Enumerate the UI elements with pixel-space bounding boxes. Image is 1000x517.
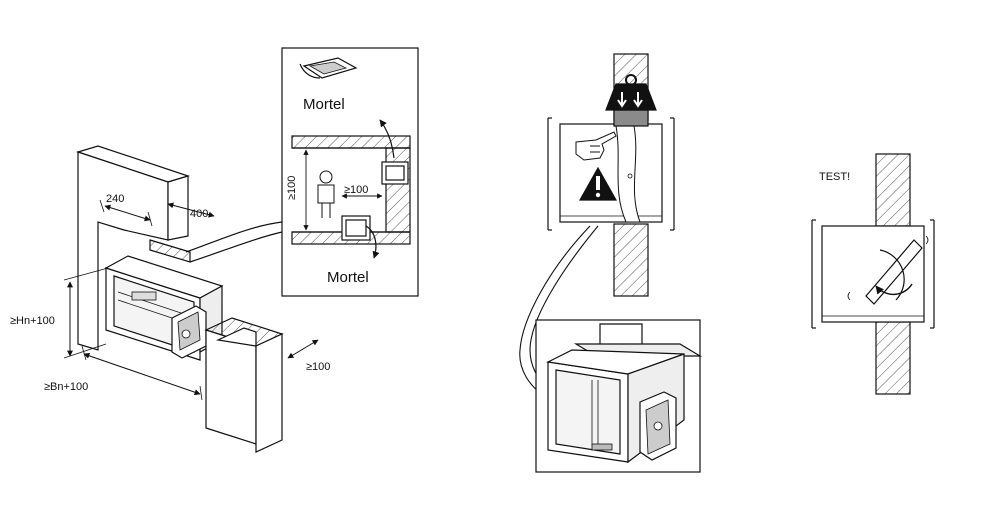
dimension-240: 240	[106, 193, 125, 205]
mortar-detail-box	[281, 47, 419, 297]
weight-icon	[605, 74, 657, 111]
damper-perspective-box	[535, 319, 703, 473]
test-view	[811, 153, 935, 395]
dimension-gap-100: ≥100	[306, 361, 331, 373]
shaft-installation-view	[547, 53, 675, 297]
wall-installation-view	[63, 145, 319, 453]
warning-icon	[578, 166, 618, 201]
test-label: TEST!	[819, 171, 851, 183]
detail-callout-line	[185, 221, 283, 253]
person-icon	[317, 170, 335, 218]
dimension-400: 400	[190, 208, 209, 220]
dimension-width-min: ≥Bn+100	[44, 381, 89, 393]
rotation-arrow-icon	[875, 249, 913, 301]
detail-gap-horizontal: ≥100	[344, 184, 369, 196]
hand-pointer-icon	[575, 131, 617, 161]
detail-gap-vertical: ≥100	[286, 175, 298, 200]
dimension-height-min: ≥Hn+100	[10, 315, 55, 327]
trowel-icon	[299, 57, 358, 79]
mortel-label-bottom: Mortel	[327, 269, 369, 286]
mortel-label-top: Mortel	[303, 96, 345, 113]
